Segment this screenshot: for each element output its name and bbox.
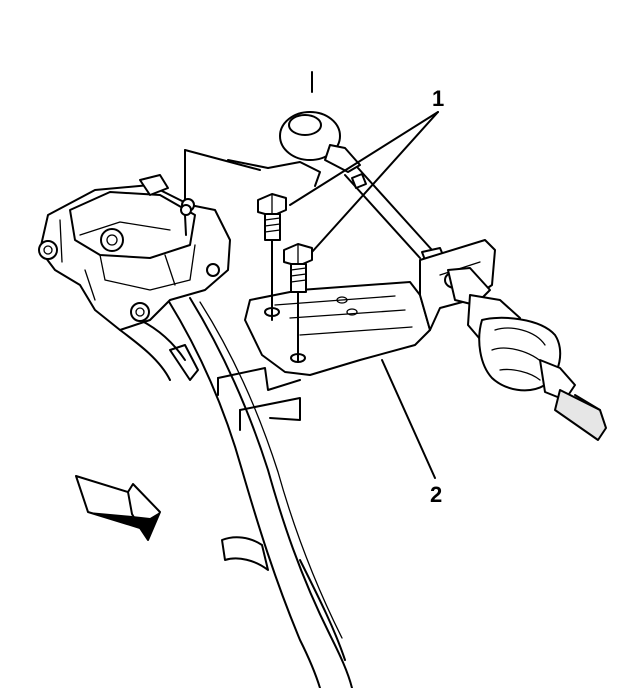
transfer-case-actuator [38,174,231,331]
callout-label-2: 2 [430,482,443,507]
front-direction-arrow-icon [75,475,161,541]
callout-leaders [289,111,439,479]
callout-label-1: 1 [432,86,445,111]
cable-end-fitting [447,267,607,441]
section-break-lines [184,149,321,431]
bolt-upper [257,193,287,321]
cable-mounting-bracket [244,239,496,376]
bolt-lower [283,243,313,363]
shift-cable [279,71,447,269]
